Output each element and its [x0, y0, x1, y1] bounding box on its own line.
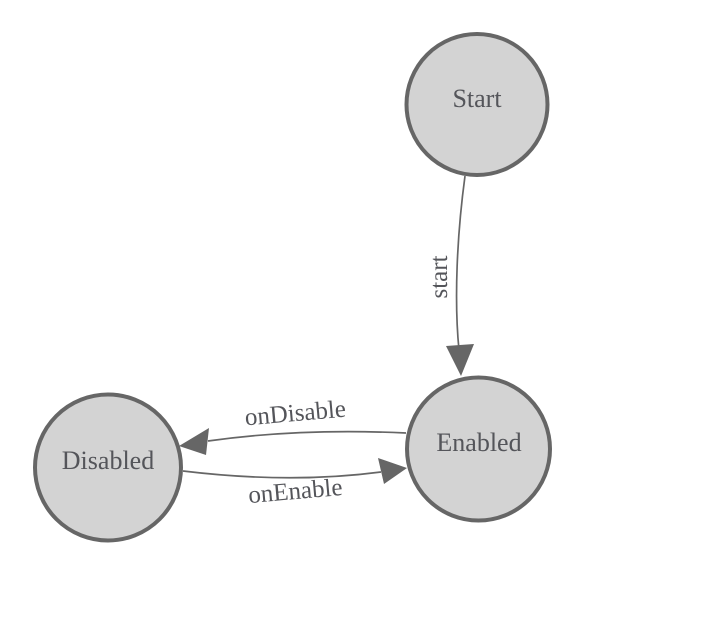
edge-label-ondisable: onDisable — [244, 396, 347, 432]
node-enabled-circle[interactable] — [405, 375, 552, 523]
node-start-circle[interactable] — [404, 32, 550, 177]
edge-label-onenable: onEnable — [247, 474, 343, 509]
arrowhead-disabled-to-enabled — [378, 458, 407, 484]
edge-enabled-to-disabled: onDisable — [179, 396, 407, 455]
edge-label-start: start — [426, 255, 453, 298]
node-start: Start — [404, 32, 550, 177]
edge-line-ondisable — [207, 430, 407, 442]
arrowhead-start-to-enabled — [446, 344, 474, 376]
node-disabled-label: Disabled — [62, 446, 154, 475]
edge-line-start — [455, 175, 466, 351]
edge-disabled-to-enabled: onEnable — [182, 458, 407, 509]
edge-line-onenable — [182, 470, 382, 479]
node-enabled: Enabled — [405, 375, 552, 523]
node-disabled-circle[interactable] — [33, 392, 183, 543]
arrowhead-enabled-to-disabled — [179, 428, 209, 455]
node-start-label: Start — [452, 84, 502, 113]
edge-start-to-enabled: start — [426, 175, 474, 376]
node-disabled: Disabled — [33, 392, 183, 543]
node-enabled-label: Enabled — [436, 428, 521, 457]
